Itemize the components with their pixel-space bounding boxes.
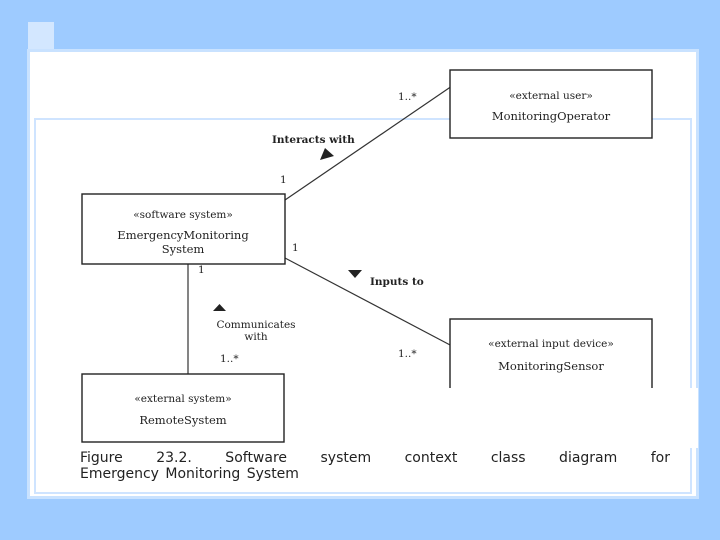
class-sensor-name: MonitoringSensor: [498, 359, 604, 373]
class-box-sensor-rect: [449, 318, 653, 398]
class-box-sensor: «external input device» MonitoringSensor: [449, 318, 653, 398]
class-box-operator: «external user» MonitoringOperator: [449, 69, 653, 139]
multiplicity-interacts-other: 1..*: [398, 91, 417, 103]
association-line-inputs: [284, 257, 453, 347]
figure-caption: Figure 23.2. Software system context cla…: [80, 450, 670, 482]
class-box-system-rect: [81, 193, 286, 265]
association-line-interacts: [284, 85, 453, 201]
direction-arrow-inputs: [348, 270, 362, 278]
multiplicity-inputs-system: 1: [292, 242, 299, 254]
multiplicity-interacts-system: 1: [280, 174, 287, 186]
figure-caption-line1: Figure 23.2. Software system context cla…: [80, 450, 670, 466]
association-label-communicates-line2: with: [244, 331, 268, 343]
class-box-remote-rect: [81, 373, 285, 443]
association-label-inputs: Inputs to: [370, 276, 424, 288]
class-system-name-line1: EmergencyMonitoring: [117, 228, 249, 242]
class-box-remote: «external system» RemoteSystem: [81, 373, 285, 443]
association-label-communicates-line1: Communicates: [216, 319, 295, 331]
multiplicity-inputs-other: 1..*: [398, 348, 417, 360]
multiplicity-communicates-other: 1..*: [220, 353, 239, 365]
class-remote-stereotype: «external system»: [134, 393, 231, 405]
class-box-system: «software system» EmergencyMonitoring Sy…: [81, 193, 286, 265]
class-system-name-line2: System: [162, 242, 205, 256]
class-box-operator-rect: [449, 69, 653, 139]
association-label-interacts: Interacts with: [272, 134, 355, 146]
multiplicity-communicates-system: 1: [198, 264, 205, 276]
direction-arrow-interacts: [320, 148, 334, 160]
class-operator-name: MonitoringOperator: [492, 109, 611, 123]
class-remote-name: RemoteSystem: [139, 413, 226, 427]
direction-arrow-communicates: [213, 304, 226, 311]
image-crop-mask: [448, 388, 698, 448]
class-operator-stereotype: «external user»: [509, 90, 593, 102]
figure-caption-line2: Emergency Monitoring System: [80, 466, 299, 482]
class-sensor-stereotype: «external input device»: [488, 338, 614, 350]
class-system-stereotype: «software system»: [133, 209, 233, 221]
